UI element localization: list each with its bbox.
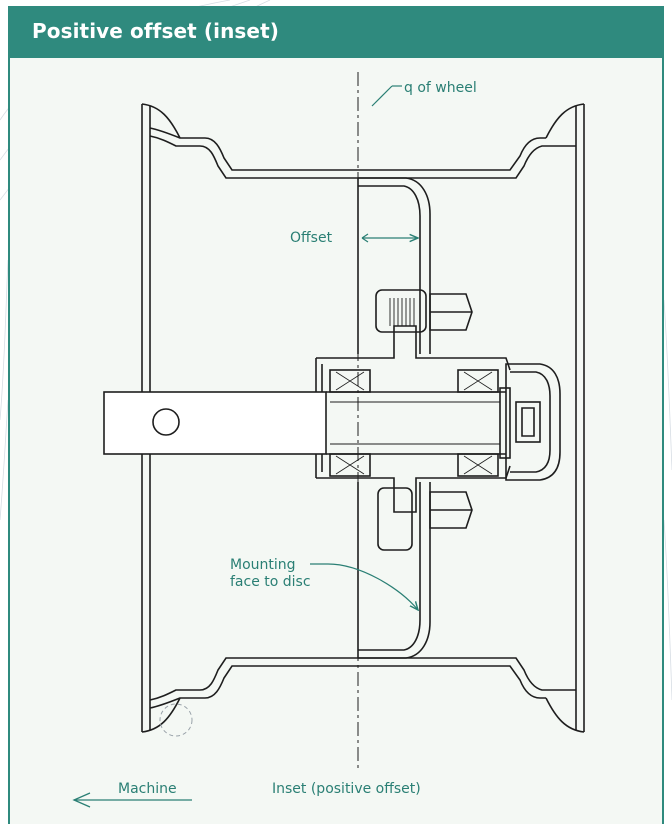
machine-label: Machine bbox=[118, 781, 177, 797]
diagram-panel bbox=[8, 6, 664, 824]
mounting-face-label-line2: face to disc bbox=[230, 574, 311, 590]
mounting-face-label-line1: Mounting bbox=[230, 557, 296, 573]
hub-assembly bbox=[103, 289, 561, 551]
panel-title: Positive offset (inset) bbox=[32, 19, 279, 43]
centerline-label: q of wheel bbox=[404, 80, 477, 96]
detail-marker-circle bbox=[159, 703, 193, 737]
wheel-cross-section-diagram bbox=[72, 72, 585, 808]
centerline-leader bbox=[371, 85, 393, 107]
machine-direction-arrow bbox=[72, 792, 192, 808]
wheel-disc bbox=[357, 177, 431, 659]
inset-label: Inset (positive offset) bbox=[272, 781, 421, 797]
mounting-face-leader bbox=[310, 563, 418, 610]
mounting-face-label: Mounting face to disc bbox=[230, 557, 350, 591]
panel-header: Positive offset (inset) bbox=[8, 6, 664, 58]
offset-label: Offset bbox=[290, 230, 333, 246]
